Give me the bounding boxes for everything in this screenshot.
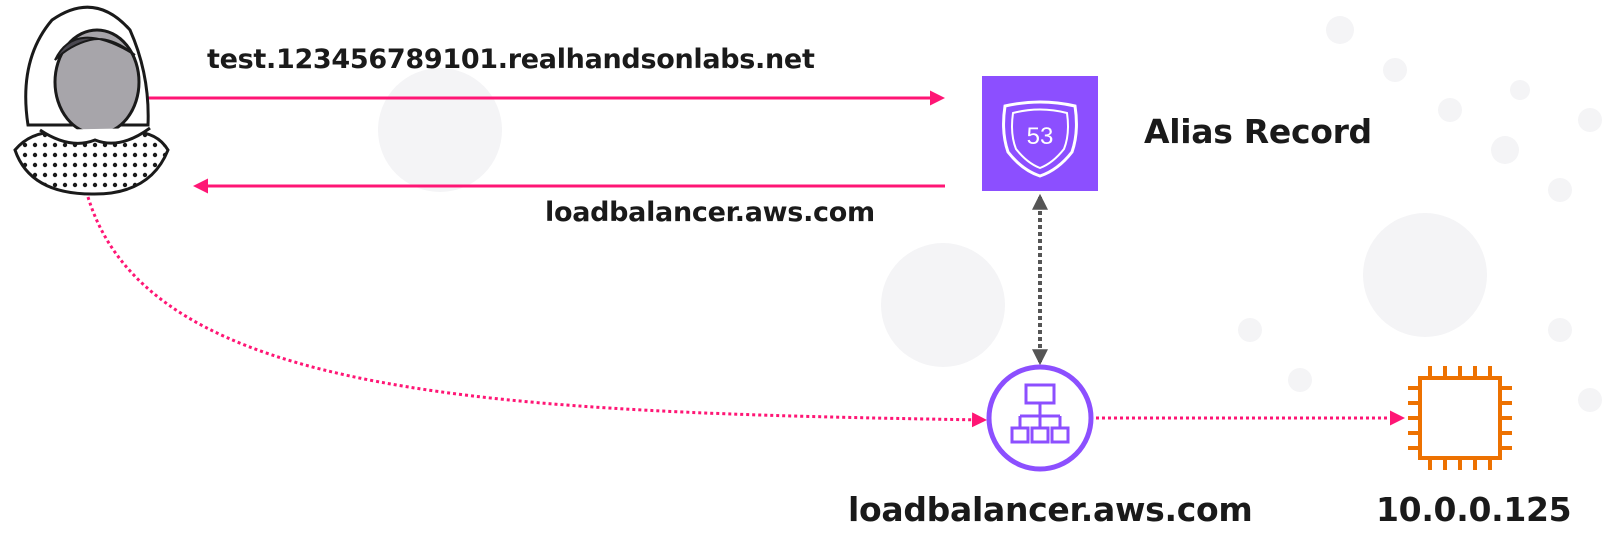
load-balancer-label: loadbalancer.aws.com xyxy=(848,490,1253,529)
route53-number: 53 xyxy=(1027,123,1054,150)
dns-query-label: test.123456789101.realhandsonlabs.net xyxy=(207,44,815,75)
user-avatar-icon xyxy=(13,5,170,196)
client-to-lb-arrow xyxy=(86,196,987,428)
alias-record-label: Alias Record xyxy=(1144,112,1372,151)
ec2-instance-icon xyxy=(1408,366,1512,470)
background-decoration xyxy=(378,16,1602,412)
load-balancer-icon xyxy=(986,364,1094,472)
route53-icon: 53 xyxy=(982,76,1098,191)
dns-response-label: loadbalancer.aws.com xyxy=(545,197,875,228)
instance-ip-label: 10.0.0.125 xyxy=(1376,490,1572,529)
